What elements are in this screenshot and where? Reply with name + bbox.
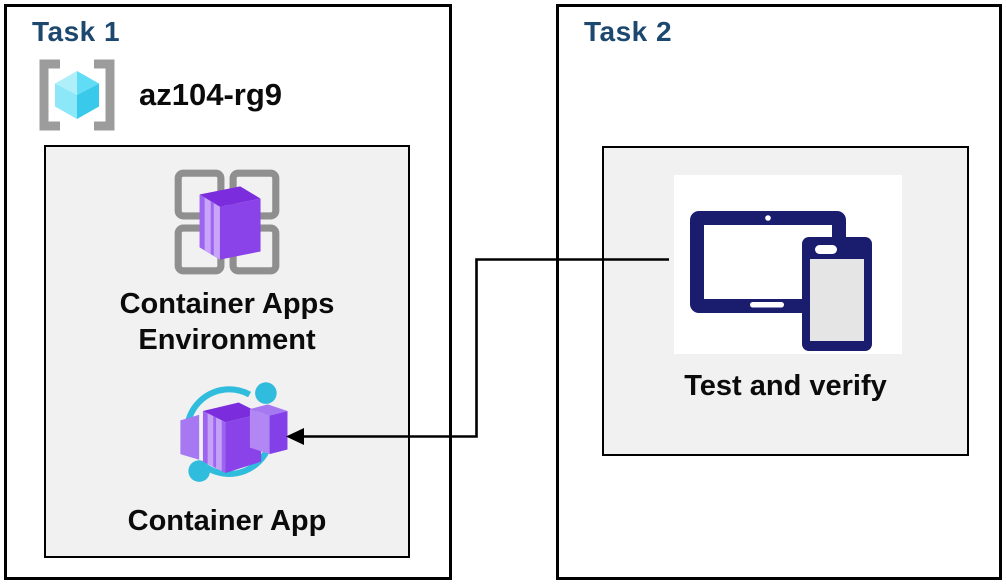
- task1-title: Task 1: [32, 16, 121, 47]
- task1-panel: Task 1 az104-rg9: [4, 4, 452, 580]
- test-and-verify-label: Test and verify: [684, 370, 887, 402]
- phone-icon: [802, 237, 872, 351]
- devices-plate: [674, 175, 902, 354]
- resource-group: az104-rg9: [27, 57, 282, 133]
- container-app-label: Container App: [127, 505, 327, 537]
- resource-group-icon: [27, 57, 127, 133]
- container-app-icon: [171, 377, 295, 495]
- container-apps-environment-icon: [166, 161, 288, 288]
- container-apps-environment-box: Container Apps Environment: [44, 145, 410, 558]
- container-apps-environment-label: Container Apps Environment: [119, 288, 335, 356]
- resource-group-name: az104-rg9: [139, 77, 283, 112]
- task2-title: Task 2: [584, 16, 673, 47]
- task2-panel: Task 2 Test and ver: [556, 4, 1002, 580]
- test-and-verify-box: Test and verify: [602, 146, 969, 456]
